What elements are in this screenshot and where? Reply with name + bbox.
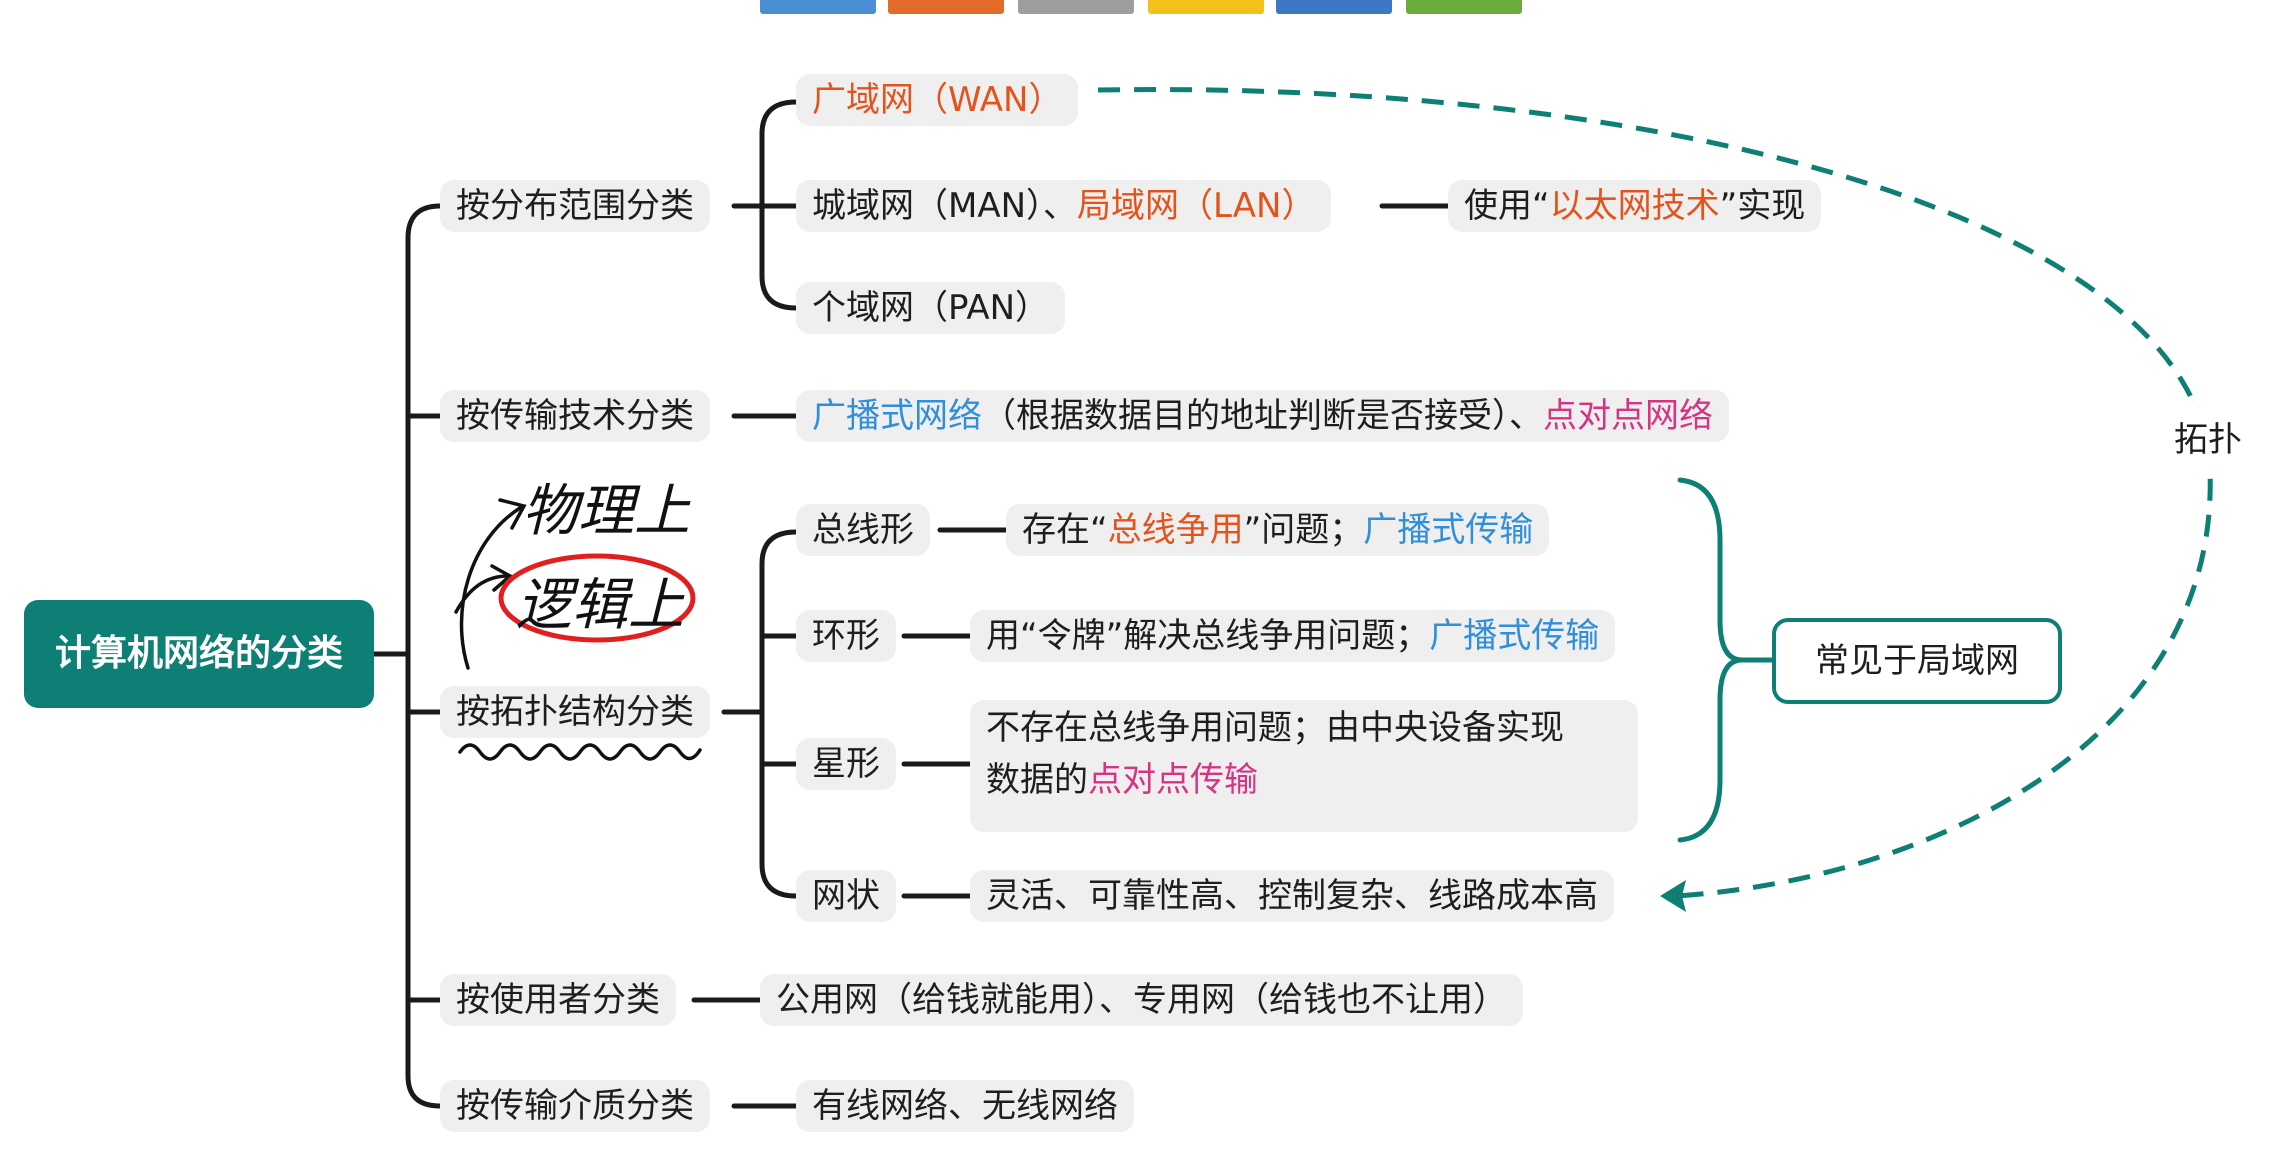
star-desc-line2-pre: 数据的 xyxy=(986,760,1088,800)
bus-desc-pre: 存在“ xyxy=(1022,510,1108,550)
ethernet-pre: 使用“ xyxy=(1464,186,1550,226)
node-star-desc[interactable]: 不存在总线争用问题；由中央设备实现 数据的点对点传输 xyxy=(970,700,1638,832)
ring-desc-blue: 广播式传输 xyxy=(1429,616,1600,656)
broadcast-label: 广播式网络 xyxy=(812,396,982,436)
branch-range[interactable]: 按分布范围分类 xyxy=(440,180,710,232)
star-desc-line1: 不存在总线争用问题；由中央设备实现 xyxy=(986,708,1564,748)
top-bar-1 xyxy=(760,0,876,14)
pan-label: 个域网（PAN） xyxy=(812,288,1050,328)
node-bus-desc[interactable]: 存在“总线争用”问题；广播式传输 xyxy=(1006,504,1550,556)
branch-topology[interactable]: 按拓扑结构分类 xyxy=(440,686,710,738)
handwriting-physical: 物理上 xyxy=(522,479,690,544)
hand-arrowhead-2 xyxy=(490,564,514,592)
ring-desc: 用“令牌”解决总线争用问题； xyxy=(986,616,1430,656)
node-mesh-desc[interactable]: 灵活、可靠性高、控制复杂、线路成本高 xyxy=(970,870,1614,922)
hand-underline xyxy=(458,743,702,761)
node-star[interactable]: 星形 xyxy=(796,738,896,790)
branch-transmission[interactable]: 按传输技术分类 xyxy=(440,390,710,442)
lan-label: 局域网（LAN） xyxy=(1077,186,1316,226)
p2p-label: 点对点网络 xyxy=(1543,396,1713,436)
dashed-arc-arrowhead xyxy=(1660,880,1686,912)
top-bar-3 xyxy=(1018,0,1134,14)
node-pan[interactable]: 个域网（PAN） xyxy=(796,282,1066,334)
hand-arrowhead-1 xyxy=(498,498,527,530)
node-medium-desc[interactable]: 有线网络、无线网络 xyxy=(796,1080,1134,1132)
star-desc-line2: 数据的点对点传输 xyxy=(986,754,1622,806)
node-man-lan[interactable]: 城域网（MAN）、局域网（LAN） xyxy=(796,180,1332,232)
callout-lan[interactable]: 常见于局域网 xyxy=(1772,618,2062,704)
node-transmission-desc[interactable]: 广播式网络（根据数据目的地址判断是否接受）、点对点网络 xyxy=(796,390,1729,442)
node-ring-desc[interactable]: 用“令牌”解决总线争用问题；广播式传输 xyxy=(970,610,1616,662)
wan-label: 广域网（WAN） xyxy=(812,80,1063,120)
topology-brace xyxy=(1677,477,1743,843)
node-mesh[interactable]: 网状 xyxy=(796,870,896,922)
top-bar-4 xyxy=(1148,0,1264,14)
ethernet-post: ”实现 xyxy=(1719,186,1806,226)
node-users-desc[interactable]: 公用网（给钱就能用）、专用网（给钱也不让用） xyxy=(760,974,1523,1026)
red-circle-annotation xyxy=(498,553,696,643)
branch-medium[interactable]: 按传输介质分类 xyxy=(440,1080,710,1132)
handwriting-strokes xyxy=(454,498,702,761)
handwriting-logical: 逻辑上 xyxy=(516,573,684,638)
bus-desc-em: 总线争用 xyxy=(1107,510,1244,550)
node-ethernet[interactable]: 使用“以太网技术”实现 xyxy=(1448,180,1822,232)
hand-arrow-2 xyxy=(454,574,510,614)
topology-bracket xyxy=(759,529,799,899)
man-label: 城域网（MAN）、 xyxy=(812,186,1078,226)
branch-users[interactable]: 按使用者分类 xyxy=(440,974,676,1026)
transmission-middle: （根据数据目的地址判断是否接受）、 xyxy=(982,396,1543,436)
node-wan[interactable]: 广域网（WAN） xyxy=(796,74,1079,126)
star-desc-pink: 点对点传输 xyxy=(1088,760,1258,800)
top-bar-2 xyxy=(888,0,1004,14)
top-tab-strip xyxy=(0,0,2273,16)
node-bus[interactable]: 总线形 xyxy=(796,504,930,556)
main-spine xyxy=(405,203,443,1109)
bus-desc-blue: 广播式传输 xyxy=(1363,510,1534,550)
root-node[interactable]: 计算机网络的分类 xyxy=(24,600,374,708)
top-bar-5 xyxy=(1276,0,1392,14)
top-bar-6 xyxy=(1406,0,1522,14)
ethernet-em: 以太网技术 xyxy=(1549,186,1720,226)
hand-arrow-1 xyxy=(459,506,522,670)
bus-desc-post: ”问题； xyxy=(1243,510,1364,550)
dashed-arc-label: 拓扑 xyxy=(2172,408,2244,465)
node-ring[interactable]: 环形 xyxy=(796,610,896,662)
